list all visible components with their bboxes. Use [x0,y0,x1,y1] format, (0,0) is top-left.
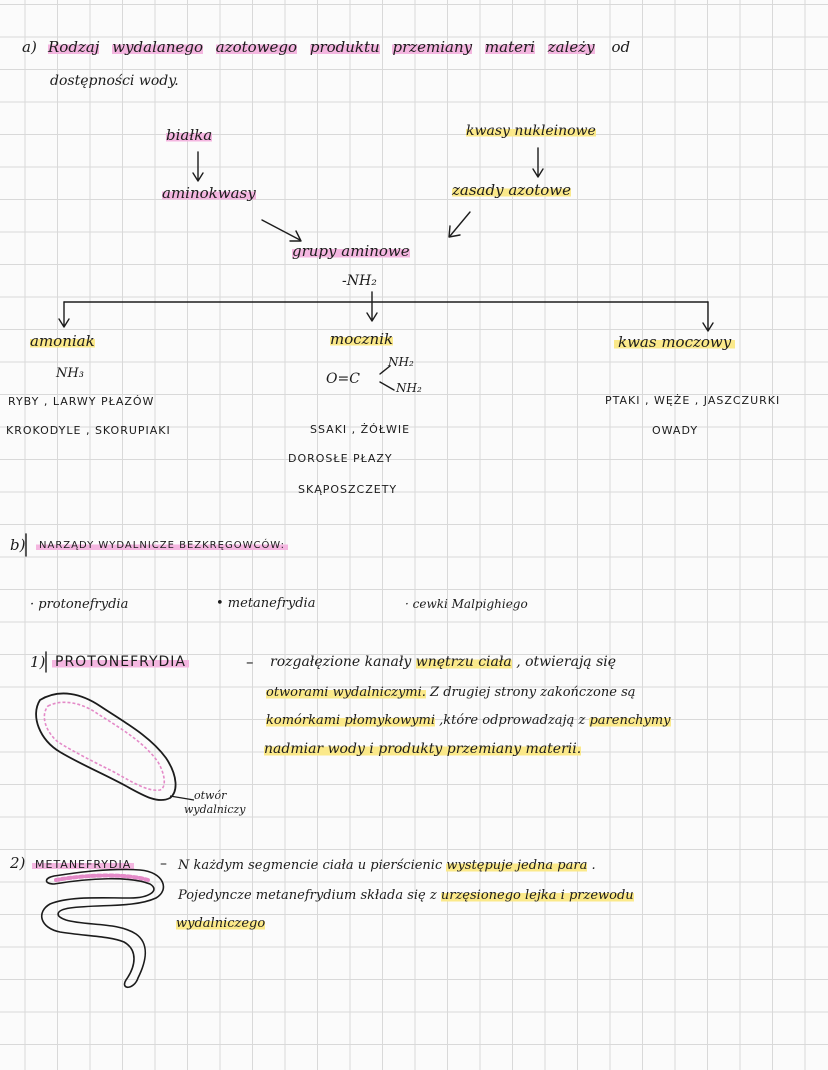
amino-group-formula: -NH₂ [342,273,377,289]
section-b-marker: b) [10,536,26,554]
word: materi [484,38,535,56]
arrow-bases-to-groups [448,211,471,238]
section-a-marker: a) [22,38,37,56]
highlight: komórkami płomykowymi [266,713,436,728]
urea-animals-2: DOROSŁE PŁAZY [288,452,393,465]
protonephridia-line-2: otworami wydalniczymi. Z drugiej strony … [266,685,636,700]
protonephridia-dash: – [246,653,254,671]
highlight: występuje jedna para [446,858,588,873]
text: Pojedyncze metanefrydium składa się z [178,888,441,903]
metanephridia-number: 2) [10,854,26,872]
metanephridia-figure [40,868,165,989]
word: Rodzaj [48,38,100,56]
ammonia-formula: NH₃ [56,366,84,381]
urea-formula-left: O=C [326,371,360,387]
uric-acid-animals-2: OWADY [652,424,699,437]
uric-acid-label: kwas moczowy [614,335,736,350]
arrow-to-ammonia [58,301,70,328]
urea-nh2-top: NH₂ [388,355,414,369]
arrow-nucleic-to-bases [532,147,544,178]
uric-acid-animals-1: PTAKI , WĘŻE , JASZCZURKI [605,394,781,407]
arrow-to-urea [366,301,378,322]
protonephridia-figure [35,692,195,801]
protonephridia-line-3: komórkami płomykowymi ,które odprowadzaj… [266,713,671,728]
figure-label-2: wydalniczy [184,803,246,816]
highlight: wnętrzu ciała [415,654,512,670]
protonephridia-number: 1) [30,653,46,671]
nitrogen-bases: zasady azotowe [452,181,571,199]
arrow-proteins-to-aminoacids [192,151,204,182]
bullet-protonephridia: · protonefrydia [30,597,129,612]
word: zależy [547,38,595,56]
highlight: nadmiar wody i produkty przemiany materi… [264,741,582,757]
text: , otwierają się [511,654,617,670]
text: Z drugiej strony zakończone są [425,685,636,700]
section-a-title-line2: dostępności wody. [50,73,179,89]
urea-animals-1: SSAKI , ŻÓŁWIE [310,423,411,436]
source-nucleic-acids: kwasy nukleinowe [466,123,596,139]
metanephridia-line-3: wydalniczego [176,916,266,931]
amino-groups: grupy aminowe [292,242,410,260]
ammonia-animals-1: RYBY , LARWY PŁAZÓW [8,395,155,408]
metanephridia-title: METANEFRYDIA [32,859,135,870]
section-a-title-line1: Rodzaj wydalanego azotowego produktu prz… [48,38,631,56]
amino-acids: aminokwasy [162,184,256,202]
word: produktu [309,38,380,56]
highlight: parenchymy [589,713,671,728]
ammonia-label: amoniak [30,332,95,350]
text: . [587,858,596,873]
urea-animals-3: SKĄPOSZCZETY [298,483,398,496]
urea-label: mocznik [330,330,394,348]
urea-nh2-bottom: NH₂ [396,381,422,395]
protonephridia-line-4: nadmiar wody i produkty przemiany materi… [264,741,582,757]
text: rozgałęzione kanały [270,654,416,670]
source-proteins: białka [166,126,213,144]
figure-label-1: otwór [194,789,227,802]
bullet-malpighian: · cewki Malpighiego [405,597,528,611]
section-b-title: NARZĄDY WYDALNICZE BEZKRĘGOWCÓW: [36,541,288,551]
word: wydalanego [112,38,203,56]
word: przemiany [392,38,473,56]
text: N każdym segmencie ciała u pierścienic [178,858,447,873]
highlight: otworami wydalniczymi. [266,685,426,700]
protonephridia-title: PROTONEFRYDIA [52,655,190,669]
urea-bond-up [379,365,391,375]
protonephridia-line-1: rozgałęzione kanały wnętrzu ciała , otwi… [270,654,617,670]
metanephridia-line-1: N każdym segmencie ciała u pierścienic w… [178,858,596,873]
arrow-to-uric-acid [702,301,714,332]
word: od [611,38,631,56]
highlight: wydalniczego [176,916,266,931]
urea-bond-down [379,381,395,391]
metanephridia-line-2: Pojedyncze metanefrydium składa się z ur… [178,888,634,903]
text: ,które odprowadzają z [435,713,590,728]
ammonia-animals-2: KROKODYLE , SKORUPIAKI [6,424,171,437]
highlight: urzęsionego lejka i przewodu [440,888,634,903]
word: azotowego [215,38,298,56]
metanephridia-dash: – [160,856,167,872]
arrow-aminoacids-to-groups [261,219,302,242]
bullet-metanephridia: • metanefrydia [216,596,316,611]
